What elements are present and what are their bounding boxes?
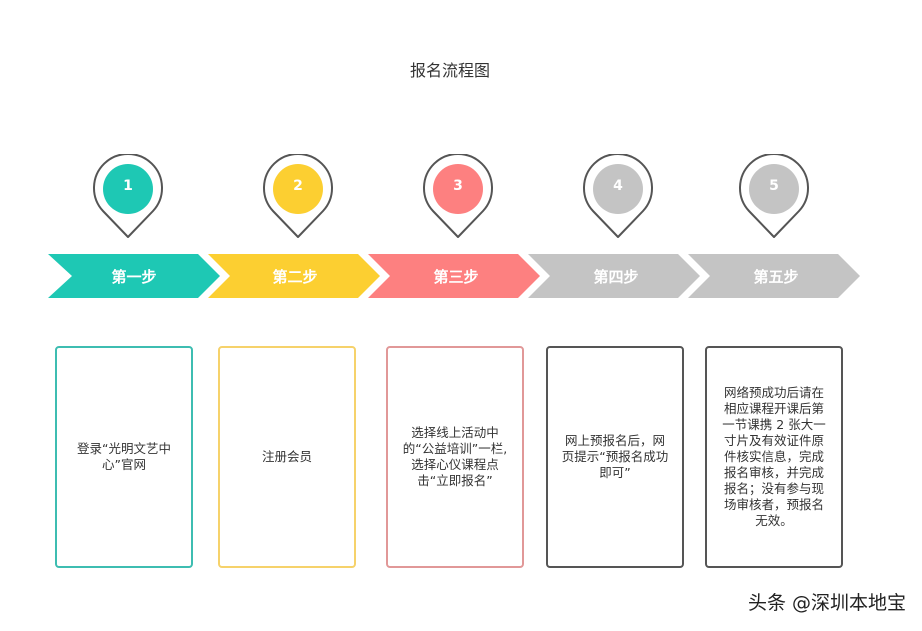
step-2-pin-icon: 2 (262, 154, 334, 240)
step-1-description-box: 登录“光明文艺中心”官网 (55, 346, 193, 568)
step-4-chevron (528, 254, 700, 298)
step-4-pin-icon: 4 (582, 154, 654, 240)
step-3-pin-icon: 3 (422, 154, 494, 240)
step-1-pin-icon: 1 (92, 154, 164, 240)
step-5-description-box: 网络预成功后请在相应课程开课后第一节课携 2 张大一寸片及有效证件原件核实信息，… (705, 346, 843, 568)
step-5-chevron (688, 254, 860, 298)
step-5-number: 5 (769, 178, 779, 194)
step-2-description: 注册会员 (261, 449, 312, 464)
step-4-description: 网上预报名后，网页提示“预报名成功即可” (561, 433, 669, 480)
step-5-description: 网络预成功后请在相应课程开课后第一节课携 2 张大一寸片及有效证件原件核实信息，… (722, 385, 826, 528)
step-2-chevron (208, 254, 380, 298)
step-1-description: 登录“光明文艺中心”官网 (77, 441, 171, 472)
watermark: 头条 @深圳本地宝 (747, 592, 906, 614)
step-3-description: 选择线上活动中的“公益培训”一栏,选择心仪课程点击“立即报名” (402, 425, 508, 488)
step-5-pin-icon: 5 (738, 154, 810, 240)
step-3-label: 第三步 (433, 268, 479, 286)
step-2-label: 第二步 (272, 268, 318, 286)
step-4-label: 第四步 (593, 268, 639, 286)
step-4-number: 4 (613, 178, 623, 194)
step-2-description-box: 注册会员 (218, 346, 356, 568)
step-1-label: 第一步 (111, 268, 157, 286)
step-2-number: 2 (293, 178, 303, 194)
step-3-number: 3 (453, 178, 463, 194)
step-1-chevron (48, 254, 220, 298)
step-5-label: 第五步 (753, 268, 799, 286)
step-4-description-box: 网上预报名后，网页提示“预报名成功即可” (546, 346, 684, 568)
step-3-chevron (368, 254, 540, 298)
diagram-title: 报名流程图 (409, 61, 490, 80)
step-1-number: 1 (123, 178, 133, 194)
step-3-description-box: 选择线上活动中的“公益培训”一栏,选择心仪课程点击“立即报名” (386, 346, 524, 568)
